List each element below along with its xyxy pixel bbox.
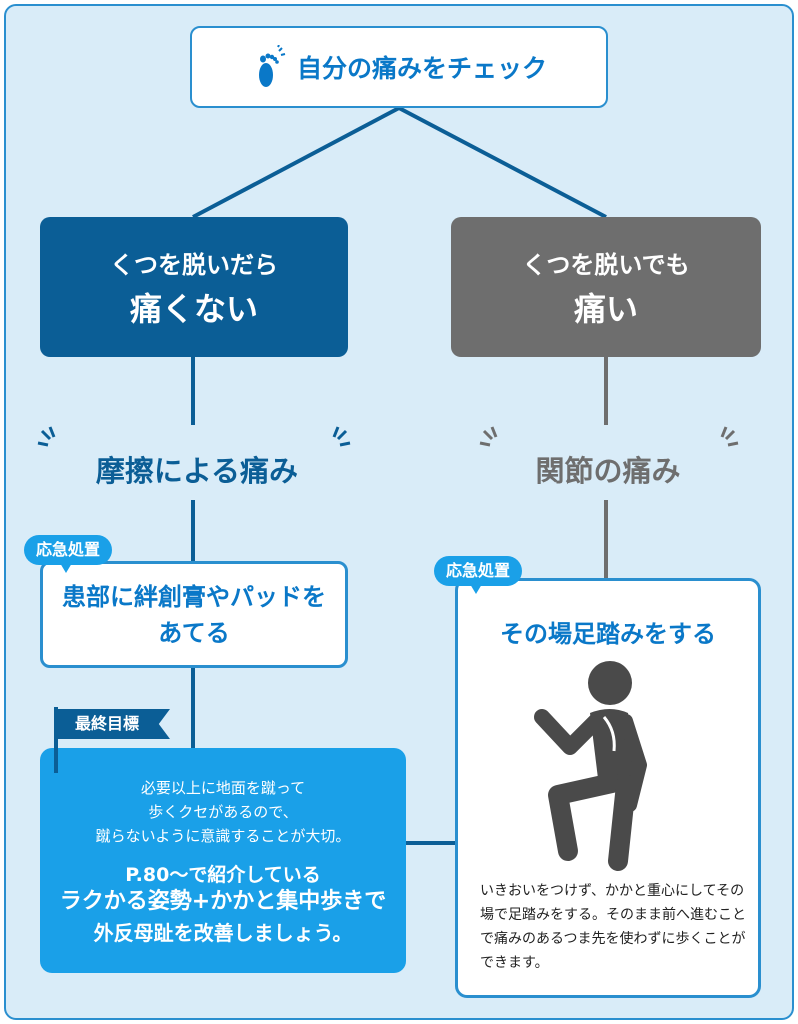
branch-right-line2: 痛い	[573, 289, 638, 328]
connector-top-left	[192, 106, 400, 219]
foot-pain-icon	[258, 45, 286, 87]
pain-burst-icon	[37, 426, 56, 447]
goal-closing-line: 外反母趾を改善しましょう。	[93, 920, 353, 945]
header-box: 自分の痛みをチェック	[190, 26, 608, 108]
branch-left-line1: くつを脱いだら	[110, 250, 278, 279]
first-aid-right-description: いきおいをつけず、かかと重心にしてその場で足踏みをする。そのまま前へ進むことで痛…	[480, 883, 746, 971]
walking-person-icon	[534, 661, 647, 871]
goal-flag-banner	[58, 709, 170, 739]
first-aid-left-line2: あてる	[158, 618, 230, 647]
goal-main-line: ラクかる姿勢+かかと集中歩きで	[59, 888, 387, 914]
header-title: 自分の痛みをチェック	[296, 54, 547, 83]
first-aid-left-line1: 患部に絆創膏やパッドを	[62, 582, 326, 611]
goal-line1: 必要以上に地面を蹴って	[140, 778, 306, 797]
goal-box: 必要以上に地面を蹴って 歩くクセがあるので、 蹴らないように意識することが大切。…	[40, 748, 406, 973]
branch-left-line2: 痛くない	[129, 289, 258, 328]
branch-right-line1: くつを脱いでも	[522, 250, 690, 279]
branch-still-pain: くつを脱いでも 痛い	[451, 217, 761, 357]
goal-flag: 最終目標	[54, 707, 178, 773]
pain-type-joint: 関節の痛み	[535, 454, 681, 488]
goal-flag-label: 最終目標	[74, 714, 139, 733]
first-aid-left-box: 患部に絆創膏やパッドを あてる	[40, 561, 348, 668]
branch-no-pain: くつを脱いだら 痛くない	[40, 217, 348, 357]
pain-burst-icon	[720, 426, 739, 447]
goal-line3: 蹴らないように意識することが大切。	[95, 826, 351, 845]
pain-burst-icon	[479, 426, 498, 447]
goal-reference: P.80～で紹介している	[125, 863, 321, 886]
goal-flag-pole	[54, 707, 58, 773]
connector-top-right	[398, 106, 607, 219]
first-aid-tag: 応急処置	[24, 535, 113, 565]
pain-type-friction: 摩擦による痛み	[95, 454, 299, 488]
pain-burst-icon	[332, 426, 351, 447]
goal-line2: 歩くクセがあるので、	[148, 802, 298, 821]
first-aid-right-heading: その場足踏みをする	[500, 620, 716, 648]
first-aid-tag-tail	[470, 584, 482, 594]
first-aid-tag: 応急処置	[434, 556, 523, 586]
first-aid-tag-tail	[60, 563, 72, 573]
